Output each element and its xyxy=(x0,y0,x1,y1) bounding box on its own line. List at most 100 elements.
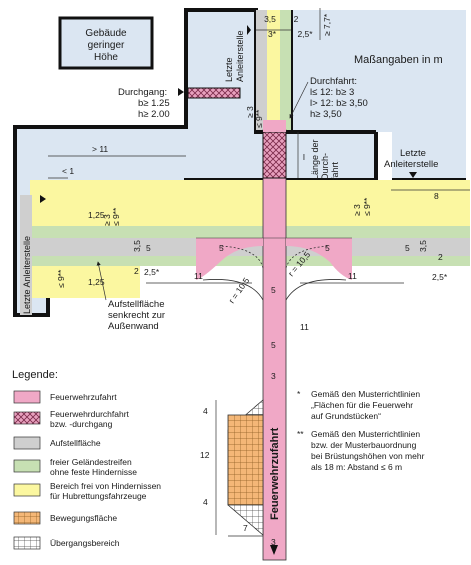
legend-label-0: Feuerwehrzufahrt xyxy=(50,392,117,402)
svg-text:2: 2 xyxy=(438,252,443,262)
marker-triangle-icon xyxy=(247,25,251,35)
svg-text:3,5: 3,5 xyxy=(418,240,428,252)
svg-text:≤ 9**: ≤ 9** xyxy=(254,109,264,128)
low-building-label-3: Höhe xyxy=(94,52,118,63)
marker-triangle-right-icon xyxy=(409,172,417,178)
legend-swatch-movement xyxy=(13,511,41,525)
left-dimensions: > 11 < 1 1,25 ≥ 3 ≤ 9** 1,25 ≤ 9** 3,5 5… xyxy=(48,144,186,288)
svg-text:3*: 3* xyxy=(268,29,277,39)
setup-note: Aufstellfläche senkrecht zur Außenwand xyxy=(96,261,165,332)
svg-text:fahrt: fahrt xyxy=(330,161,340,180)
legend-label-4a: Bereich frei von Hindernissen xyxy=(50,481,161,491)
svg-text:Durchgang:: Durchgang: xyxy=(118,87,167,98)
movement-dimensions: 4 12 4 7 3 xyxy=(200,400,276,547)
svg-text:≤ 9**: ≤ 9** xyxy=(111,207,121,226)
leiterstelle-left: Letzte Anleiterstelle xyxy=(22,236,32,314)
legend-label-2: Aufstellfläche xyxy=(50,438,101,448)
lane-arrow-icon xyxy=(270,545,278,555)
svg-text:Gemäß den Musterrichtlinien: Gemäß den Musterrichtlinien xyxy=(311,429,420,439)
svg-text:5: 5 xyxy=(219,243,224,253)
svg-text:≥ 3: ≥ 3 xyxy=(102,214,112,226)
svg-text:bzw. der Musterbauordnung: bzw. der Musterbauordnung xyxy=(311,440,417,450)
svg-text:2,5*: 2,5* xyxy=(432,272,448,282)
leiterstelle-right-1: Letzte xyxy=(400,148,426,159)
units-note: Maßangaben in m xyxy=(354,54,443,66)
leiterstelle-top-2: Anleiterstelle xyxy=(235,30,245,82)
footnotes: * Gemäß den Musterrichtlinien „Flächen f… xyxy=(297,389,425,472)
legend-label-1b: bzw. -durchgang xyxy=(50,419,113,429)
svg-text:5: 5 xyxy=(146,243,151,253)
svg-text:3: 3 xyxy=(271,537,276,547)
legend-swatch-passage xyxy=(13,411,41,425)
svg-text:≥ 3: ≥ 3 xyxy=(352,204,362,216)
svg-text:l: l xyxy=(303,152,305,162)
svg-text:7: 7 xyxy=(243,523,248,533)
legend-swatch-terrain xyxy=(13,459,41,473)
legend-label-6: Übergangsbereich xyxy=(50,538,120,548)
legend-label-5: Bewegungsfläche xyxy=(50,513,117,523)
svg-text:12: 12 xyxy=(200,450,210,460)
durchfahrt-callout: Durchfahrt: l≤ 12: b≥ 3 l> 12: b≥ 3,50 h… xyxy=(289,76,368,120)
svg-text:1,25: 1,25 xyxy=(88,210,105,220)
low-building: Gebäude geringer Höhe xyxy=(58,16,154,70)
top-dimensions: 3,5 3* 2 2,5* ≥ 7,7* ≥ 3 ≤ 9** xyxy=(245,8,332,128)
legend-swatch-lane xyxy=(13,390,41,404)
svg-text:11: 11 xyxy=(194,271,203,281)
svg-text:Durchfahrt:: Durchfahrt: xyxy=(310,76,357,87)
legend: Legende: Feuerwehrzufahrt Feuerwehrdurch… xyxy=(12,369,161,550)
svg-text:Aufstellfläche: Aufstellfläche xyxy=(108,299,165,310)
durchgang-callout: Durchgang: b≥ 1.25 h≥ 2.00 xyxy=(118,87,184,120)
lane-label: Feuerwehrzufahrt xyxy=(269,427,281,520)
svg-text:≤ 9**: ≤ 9** xyxy=(56,269,66,288)
svg-text:Außenwand: Außenwand xyxy=(108,321,159,332)
svg-text:2: 2 xyxy=(134,266,139,276)
svg-text:5: 5 xyxy=(325,243,330,253)
svg-text:3,5: 3,5 xyxy=(132,240,142,252)
svg-text:2,5*: 2,5* xyxy=(297,29,313,39)
lane-top-cap xyxy=(263,120,286,132)
svg-text:senkrecht zur: senkrecht zur xyxy=(108,310,165,321)
svg-text:5: 5 xyxy=(271,340,276,350)
svg-text:5: 5 xyxy=(405,243,410,253)
marker-triangle-left-icon xyxy=(40,195,46,203)
svg-text:Durch-: Durch- xyxy=(320,153,330,180)
passage-durchfahrt xyxy=(262,131,287,179)
legend-label-3b: ohne feste Hindernisse xyxy=(50,467,137,477)
svg-text:Länge der: Länge der xyxy=(310,139,320,180)
svg-text:r = 10,5: r = 10,5 xyxy=(226,275,251,305)
svg-text:2: 2 xyxy=(294,14,299,24)
legend-label-3a: freier Geländestreifen xyxy=(50,457,132,467)
svg-text:Gemäß den Musterrichtlinien: Gemäß den Musterrichtlinien xyxy=(311,389,420,399)
svg-text:11: 11 xyxy=(300,322,309,332)
svg-text:„Flächen für die Feuerwehr: „Flächen für die Feuerwehr xyxy=(311,400,413,410)
svg-text:auf Grundstücken“: auf Grundstücken“ xyxy=(311,411,381,421)
legend-title: Legende: xyxy=(12,369,58,381)
leiterstelle-right-2: Anleiterstelle xyxy=(384,159,438,170)
svg-text:1,25: 1,25 xyxy=(88,277,105,287)
svg-text:3: 3 xyxy=(271,371,276,381)
svg-text:h≥ 2.00: h≥ 2.00 xyxy=(138,109,170,120)
top-terrain-strip xyxy=(280,10,291,130)
legend-swatch-free xyxy=(13,483,41,497)
svg-text:5: 5 xyxy=(271,285,276,295)
legend-swatch-setup xyxy=(13,436,41,450)
svg-text:*: * xyxy=(297,389,301,399)
svg-text:b≥ 1.25: b≥ 1.25 xyxy=(138,98,170,109)
svg-text:< 1: < 1 xyxy=(62,166,74,176)
top-setup-strip xyxy=(256,10,267,130)
passage-durchgang xyxy=(187,87,241,99)
svg-text:> 11: > 11 xyxy=(92,144,108,154)
leiterstelle-top-1: Letzte xyxy=(224,57,234,82)
svg-text:≥ 3: ≥ 3 xyxy=(245,106,255,118)
svg-text:**: ** xyxy=(297,429,304,439)
movement-area-group xyxy=(227,399,264,536)
left-setup-strip xyxy=(20,195,32,315)
svg-text:4: 4 xyxy=(203,497,208,507)
top-free-strip xyxy=(267,10,280,130)
legend-label-4b: für Hubrettungsfahrzeuge xyxy=(50,491,147,501)
right-dimensions: 8 ≥ 3 ≤ 9** 3,5 5 2 2,5* xyxy=(352,189,470,282)
svg-text:8: 8 xyxy=(434,191,439,201)
svg-text:4: 4 xyxy=(203,406,208,416)
svg-text:bei Brüstungshöhen von mehr: bei Brüstungshöhen von mehr xyxy=(311,451,425,461)
